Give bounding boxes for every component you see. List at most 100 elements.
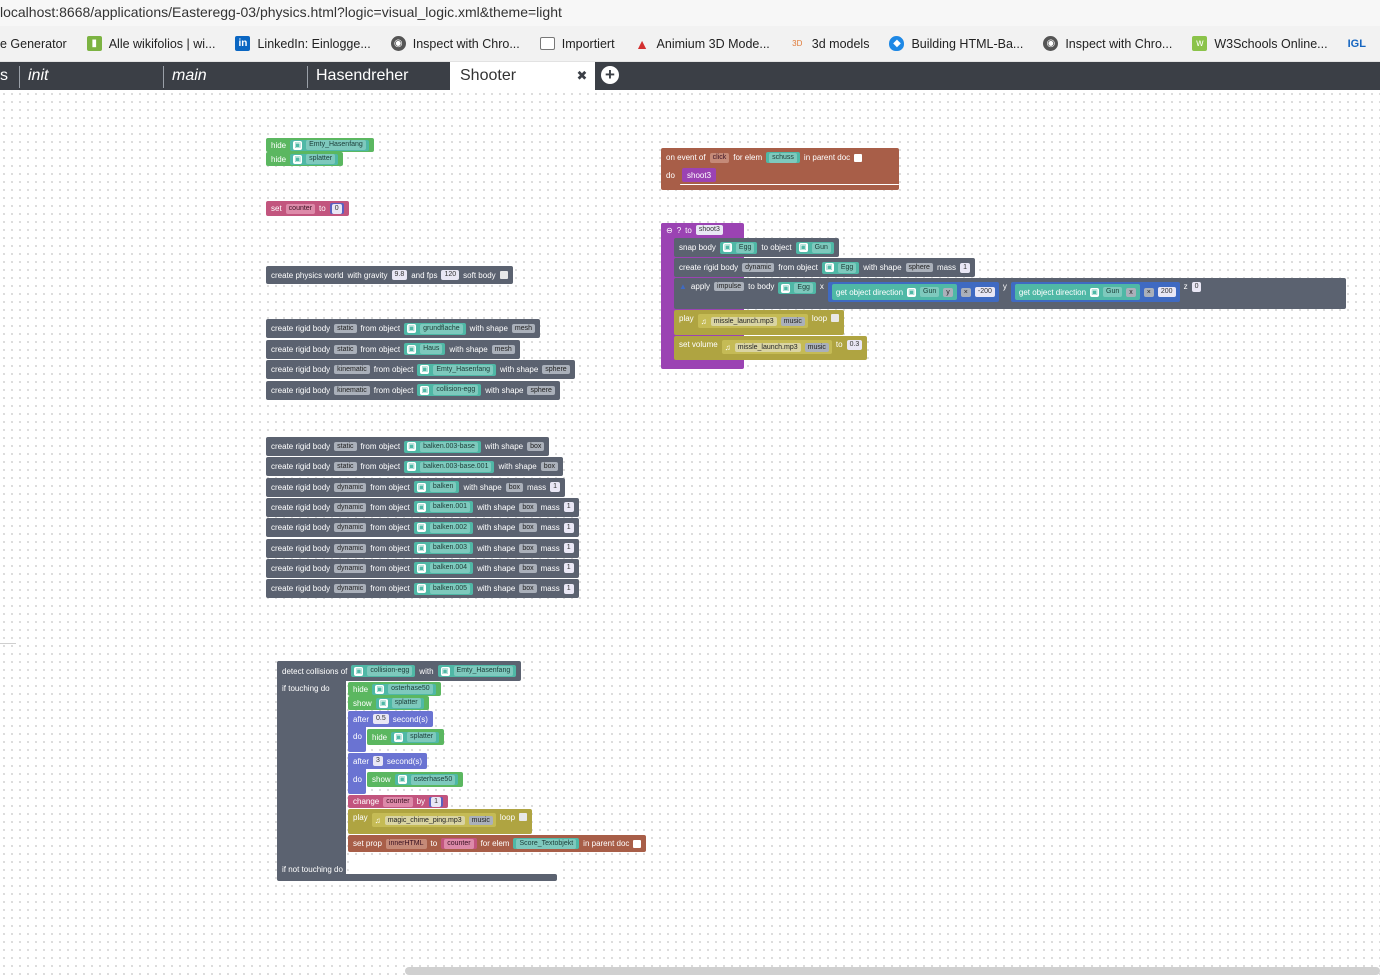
object-selector[interactable]: ▣splatter xyxy=(375,697,424,709)
bookmark-item[interactable]: ▲Animium 3D Mode... xyxy=(635,35,770,52)
shape-dropdown[interactable]: mesh xyxy=(511,324,536,333)
empty-slot[interactable] xyxy=(348,861,557,873)
text-block[interactable]: schuss xyxy=(766,152,800,163)
loop-checkbox[interactable] xyxy=(519,813,528,821)
body-type-dropdown[interactable]: dynamic xyxy=(334,523,367,533)
mass-input[interactable]: 1 xyxy=(563,563,574,574)
body-type-dropdown[interactable]: static xyxy=(334,344,357,354)
hide-block[interactable]: hide ▣splatter xyxy=(367,729,445,745)
number-block[interactable]: 0 xyxy=(329,203,344,214)
bookmark-item[interactable]: ◉Inspect with Chro... xyxy=(1043,36,1172,51)
show-block[interactable]: show ▣osterhase50 xyxy=(367,772,464,787)
text-block[interactable]: Score_Textobjekt xyxy=(513,838,580,849)
loop-checkbox[interactable] xyxy=(831,314,840,322)
add-tab-icon[interactable]: + xyxy=(601,66,619,84)
soft-body-checkbox[interactable] xyxy=(499,271,508,279)
collision-block-body[interactable] xyxy=(277,661,346,880)
shape-dropdown[interactable]: sphere xyxy=(527,385,555,395)
object-selector[interactable]: ▣Emty_Hasenfang xyxy=(290,139,369,151)
mass-input[interactable]: 1 xyxy=(563,522,574,533)
object-selector[interactable]: ▣Haus xyxy=(404,343,446,355)
object-selector[interactable]: ▣Egg xyxy=(778,282,816,294)
variable-dropdown[interactable]: counter xyxy=(285,203,316,214)
call-procedure-block[interactable]: shoot3 xyxy=(682,168,717,182)
gravity-input[interactable]: 9.8 xyxy=(391,270,408,280)
object-selector[interactable]: ▣Emty_Hasenfang xyxy=(417,363,497,376)
help-icon[interactable]: ? xyxy=(676,225,682,235)
object-selector[interactable]: ▣osterhase50 xyxy=(372,683,436,695)
address-bar[interactable]: localhost:8668/applications/Easteregg-03… xyxy=(0,0,1380,26)
object-selector[interactable]: ▣splatter xyxy=(391,731,440,743)
shape-dropdown[interactable]: box xyxy=(519,584,537,594)
mass-input[interactable]: 1 xyxy=(563,583,574,594)
function-definition-block[interactable]: ⊖ ? to shoot3 xyxy=(661,223,728,237)
object-selector[interactable]: ▣balken xyxy=(413,481,460,494)
tab-prefix[interactable]: s xyxy=(0,67,8,84)
parent-doc-checkbox[interactable] xyxy=(633,839,642,848)
mass-input[interactable]: 1 xyxy=(563,502,574,513)
body-type-dropdown[interactable]: dynamic xyxy=(334,502,367,512)
object-selector[interactable]: ▣balken.001 xyxy=(413,501,474,514)
set-prop-block[interactable]: set prop innerHTML to counter for elem S… xyxy=(348,835,647,852)
show-block[interactable]: show ▣splatter xyxy=(348,696,429,710)
bookmark-item[interactable]: IGL xyxy=(1348,38,1366,50)
object-selector[interactable]: ▣balken.003-base xyxy=(404,440,481,453)
tab-hasendreher[interactable]: Hasendreher xyxy=(316,67,409,84)
shape-dropdown[interactable]: mesh xyxy=(491,344,515,354)
shape-dropdown[interactable]: box xyxy=(540,462,559,472)
bookmark-item[interactable]: ▮Alle wikifolios | wi... xyxy=(86,36,215,51)
object-selector[interactable]: ▣splatter xyxy=(290,153,339,165)
object-selector[interactable]: ▣balken.003 xyxy=(413,542,474,554)
change-variable-block[interactable]: change counter by 1 xyxy=(348,795,448,808)
body-type-dropdown[interactable]: dynamic xyxy=(334,584,367,594)
on-event-block[interactable]: on event of click for elem schuss in par… xyxy=(661,150,868,165)
object-selector[interactable]: ▣balken.002 xyxy=(413,521,474,534)
mass-input[interactable]: 1 xyxy=(550,482,561,493)
object-selector[interactable]: ▣Emty_Hasenfang xyxy=(437,665,517,677)
shape-dropdown[interactable]: box xyxy=(519,563,537,573)
collapse-icon[interactable]: ⊖ xyxy=(666,225,673,235)
shape-dropdown[interactable]: box xyxy=(505,482,523,492)
parent-doc-checkbox[interactable] xyxy=(854,153,863,162)
object-selector[interactable]: ▣osterhase50 xyxy=(394,774,459,785)
shape-dropdown[interactable]: box xyxy=(527,442,545,451)
number-block[interactable]: 1 xyxy=(429,796,443,807)
object-selector[interactable]: ▣grundflache xyxy=(404,322,466,335)
shape-dropdown[interactable]: box xyxy=(519,543,537,553)
body-type-dropdown[interactable]: static xyxy=(334,462,357,472)
object-selector[interactable]: ▣Egg xyxy=(821,261,860,274)
mass-input[interactable]: 1 xyxy=(563,543,574,553)
hide-block[interactable]: hide ▣splatter xyxy=(266,152,344,166)
hide-block[interactable]: hide ▣osterhase50 xyxy=(348,682,441,696)
object-selector[interactable]: ▣balken.004 xyxy=(413,562,474,575)
body-type-dropdown[interactable]: static xyxy=(334,324,357,333)
set-variable-block[interactable]: set counter to 0 xyxy=(266,201,349,216)
hide-block[interactable]: hide ▣Emty_Hasenfang xyxy=(266,138,374,152)
body-type-dropdown[interactable]: dynamic xyxy=(334,482,367,492)
bookmark-item[interactable]: ◆Building HTML-Ba... xyxy=(889,36,1023,51)
bookmark-item[interactable]: Importiert xyxy=(539,37,615,51)
create-physics-world-block[interactable]: create physics world with gravity 9.8 an… xyxy=(266,266,513,284)
object-selector[interactable]: ▣Gun xyxy=(795,241,834,254)
variable-block[interactable]: counter xyxy=(441,838,477,849)
